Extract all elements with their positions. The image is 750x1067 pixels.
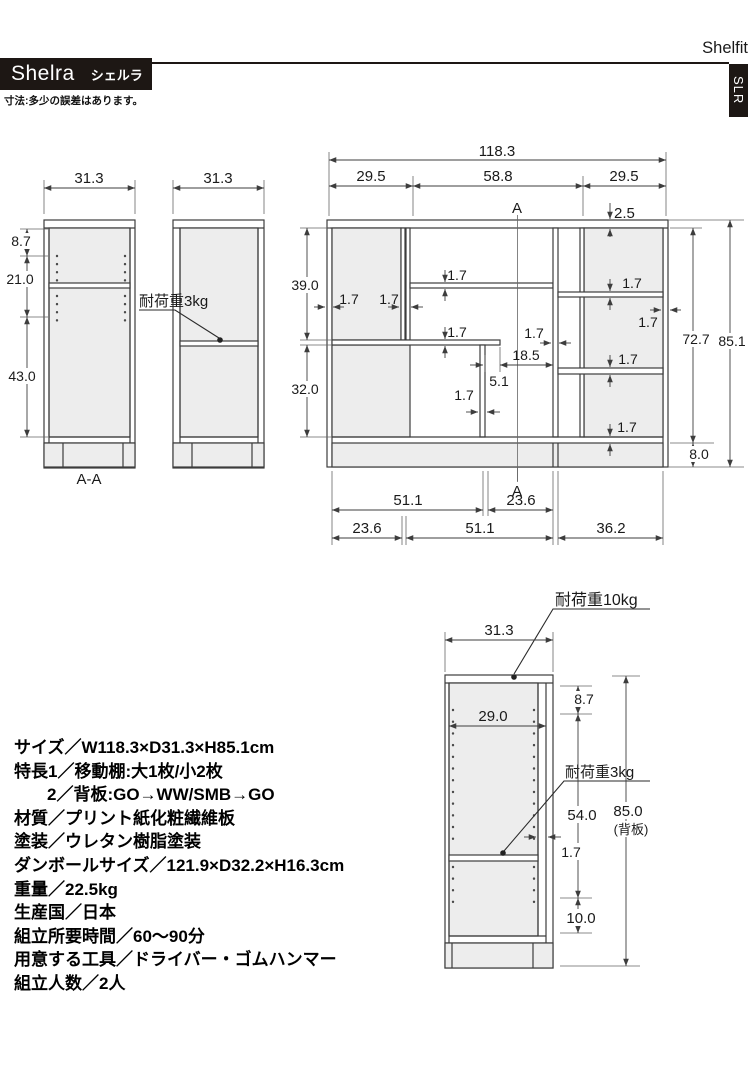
series-code: SLR <box>731 76 746 105</box>
series-code-tab: SLR <box>729 64 748 117</box>
dim-inner-height-label: 72.7 <box>682 331 709 347</box>
spec-assembly-time: 組立所要時間／60〜90分 <box>14 926 205 946</box>
dim-thickness-label: 1.7 <box>618 351 638 367</box>
dim-thickness-label: 1.7 <box>561 844 581 860</box>
spec-coating: 塗装／ウレタン樹脂塗装 <box>14 832 201 852</box>
spec-country: 生産国／日本 <box>14 903 116 923</box>
load-label-10kg: 耐荷重10kg <box>555 591 638 609</box>
dim-top-gap-label: 8.7 <box>574 691 594 707</box>
side-view-aa: 31.3 8.7 21.0 43.0 A-A <box>3 170 136 488</box>
leader-dot <box>511 674 517 680</box>
series-name: Shelfit <box>702 39 748 57</box>
tolerance-note: 寸法:多少の誤差はあります。 <box>4 95 143 107</box>
dim-base-height-label: 8.0 <box>689 446 709 462</box>
dim-inner-depth-label: 29.0 <box>478 708 507 725</box>
dim-shelf-travel-label: 54.0 <box>567 807 596 824</box>
load-label-3kg: 耐荷重3kg <box>139 293 208 310</box>
spec-feature-2: 2／背板:GO→WW/SMB→GO <box>47 785 275 805</box>
brand-banner: Shelra シェルラ <box>0 58 152 90</box>
dim-shelf-overhang-label: 5.1 <box>489 373 509 389</box>
spec-feature-1: 特長1／移動棚:大1枚/小2枚 <box>14 761 223 781</box>
dim-back-height-note: (背板) <box>614 822 649 837</box>
section-marker-top: A <box>512 200 522 217</box>
dim-span-narrow-label: 23.6 <box>506 492 535 509</box>
dim-thickness-label: 1.7 <box>617 419 637 435</box>
dim-thickness-label: 1.7 <box>622 275 642 291</box>
dim-col-side-label: 29.5 <box>356 168 385 185</box>
dim-thickness-label: 1.7 <box>447 324 467 340</box>
spec-carton-size: ダンボールサイズ／121.9×D32.2×H16.3cm <box>14 855 345 875</box>
side-view-shelf: 31.3 耐荷重3kg <box>139 170 265 469</box>
spec-material: 材質／プリント紙化粧繊維板 <box>14 808 235 828</box>
spec-weight: 重量／22.5kg <box>14 879 118 899</box>
brand-name-kana: シェルラ <box>90 67 143 83</box>
dim-span-right-label: 36.2 <box>596 520 625 537</box>
dim-span-wide-label: 51.1 <box>465 520 494 537</box>
spec-list: サイズ／W118.3×D31.3×H85.1cm 特長1／移動棚:大1枚/小2枚… <box>14 736 344 996</box>
dim-thickness-label: 1.7 <box>638 314 658 330</box>
load-label-3kg: 耐荷重3kg <box>565 764 634 781</box>
dim-hole-span-label: 21.0 <box>6 271 33 287</box>
dim-total-width-label: 118.3 <box>479 143 515 160</box>
front-view: 118.3 29.5 58.8 29.5 A 2.5 39.0 32.0 1 <box>289 143 750 545</box>
dim-upper-left-label: 39.0 <box>291 277 318 293</box>
spec-size: サイズ／W118.3×D31.3×H85.1cm <box>14 738 275 757</box>
spec-tools: 用意する工具／ドライバー・ゴムハンマー <box>14 950 337 970</box>
dim-depth-label: 31.3 <box>484 622 513 639</box>
dim-span-wide-label: 51.1 <box>393 492 422 509</box>
spec-people: 組立人数／2人 <box>14 973 126 993</box>
dim-col-side-label: 29.5 <box>609 168 638 185</box>
dim-depth-label: 31.3 <box>203 170 232 187</box>
dim-top-gap-label: 8.7 <box>11 233 31 249</box>
dim-overhang-label: 2.5 <box>614 205 635 222</box>
dim-thickness-label: 1.7 <box>454 387 474 403</box>
shelf-pin-holes <box>451 708 536 904</box>
dim-back-height-label: 85.0 <box>613 803 642 820</box>
dim-span-narrow-label: 23.6 <box>352 520 381 537</box>
dim-col-center-label: 58.8 <box>483 168 512 185</box>
brand-name: Shelra <box>11 62 75 85</box>
dim-shelf-right-gap-label: 18.5 <box>512 347 539 363</box>
section-marker-bottom: A <box>512 483 522 500</box>
dim-thickness-label: 1.7 <box>379 291 399 307</box>
dim-total-height-label: 85.1 <box>718 333 745 349</box>
header-rule <box>0 62 729 64</box>
section-cut-label: A-A <box>76 471 101 488</box>
dim-thickness-label: 1.7 <box>339 291 359 307</box>
leader-dot <box>217 337 223 343</box>
dim-thickness-label: 1.7 <box>524 325 544 341</box>
dim-depth-label: 31.3 <box>74 170 103 187</box>
dim-lower-span-label: 43.0 <box>8 368 35 384</box>
dim-thickness-label: 1.7 <box>447 267 467 283</box>
bottom-side-view: 耐荷重10kg 耐荷重3kg 31.3 29.0 8.7 54.0 10.0 <box>444 591 655 969</box>
leader-dot <box>500 850 506 856</box>
dim-lower-left-label: 32.0 <box>291 381 318 397</box>
dim-bottom-gap-label: 10.0 <box>566 910 595 927</box>
